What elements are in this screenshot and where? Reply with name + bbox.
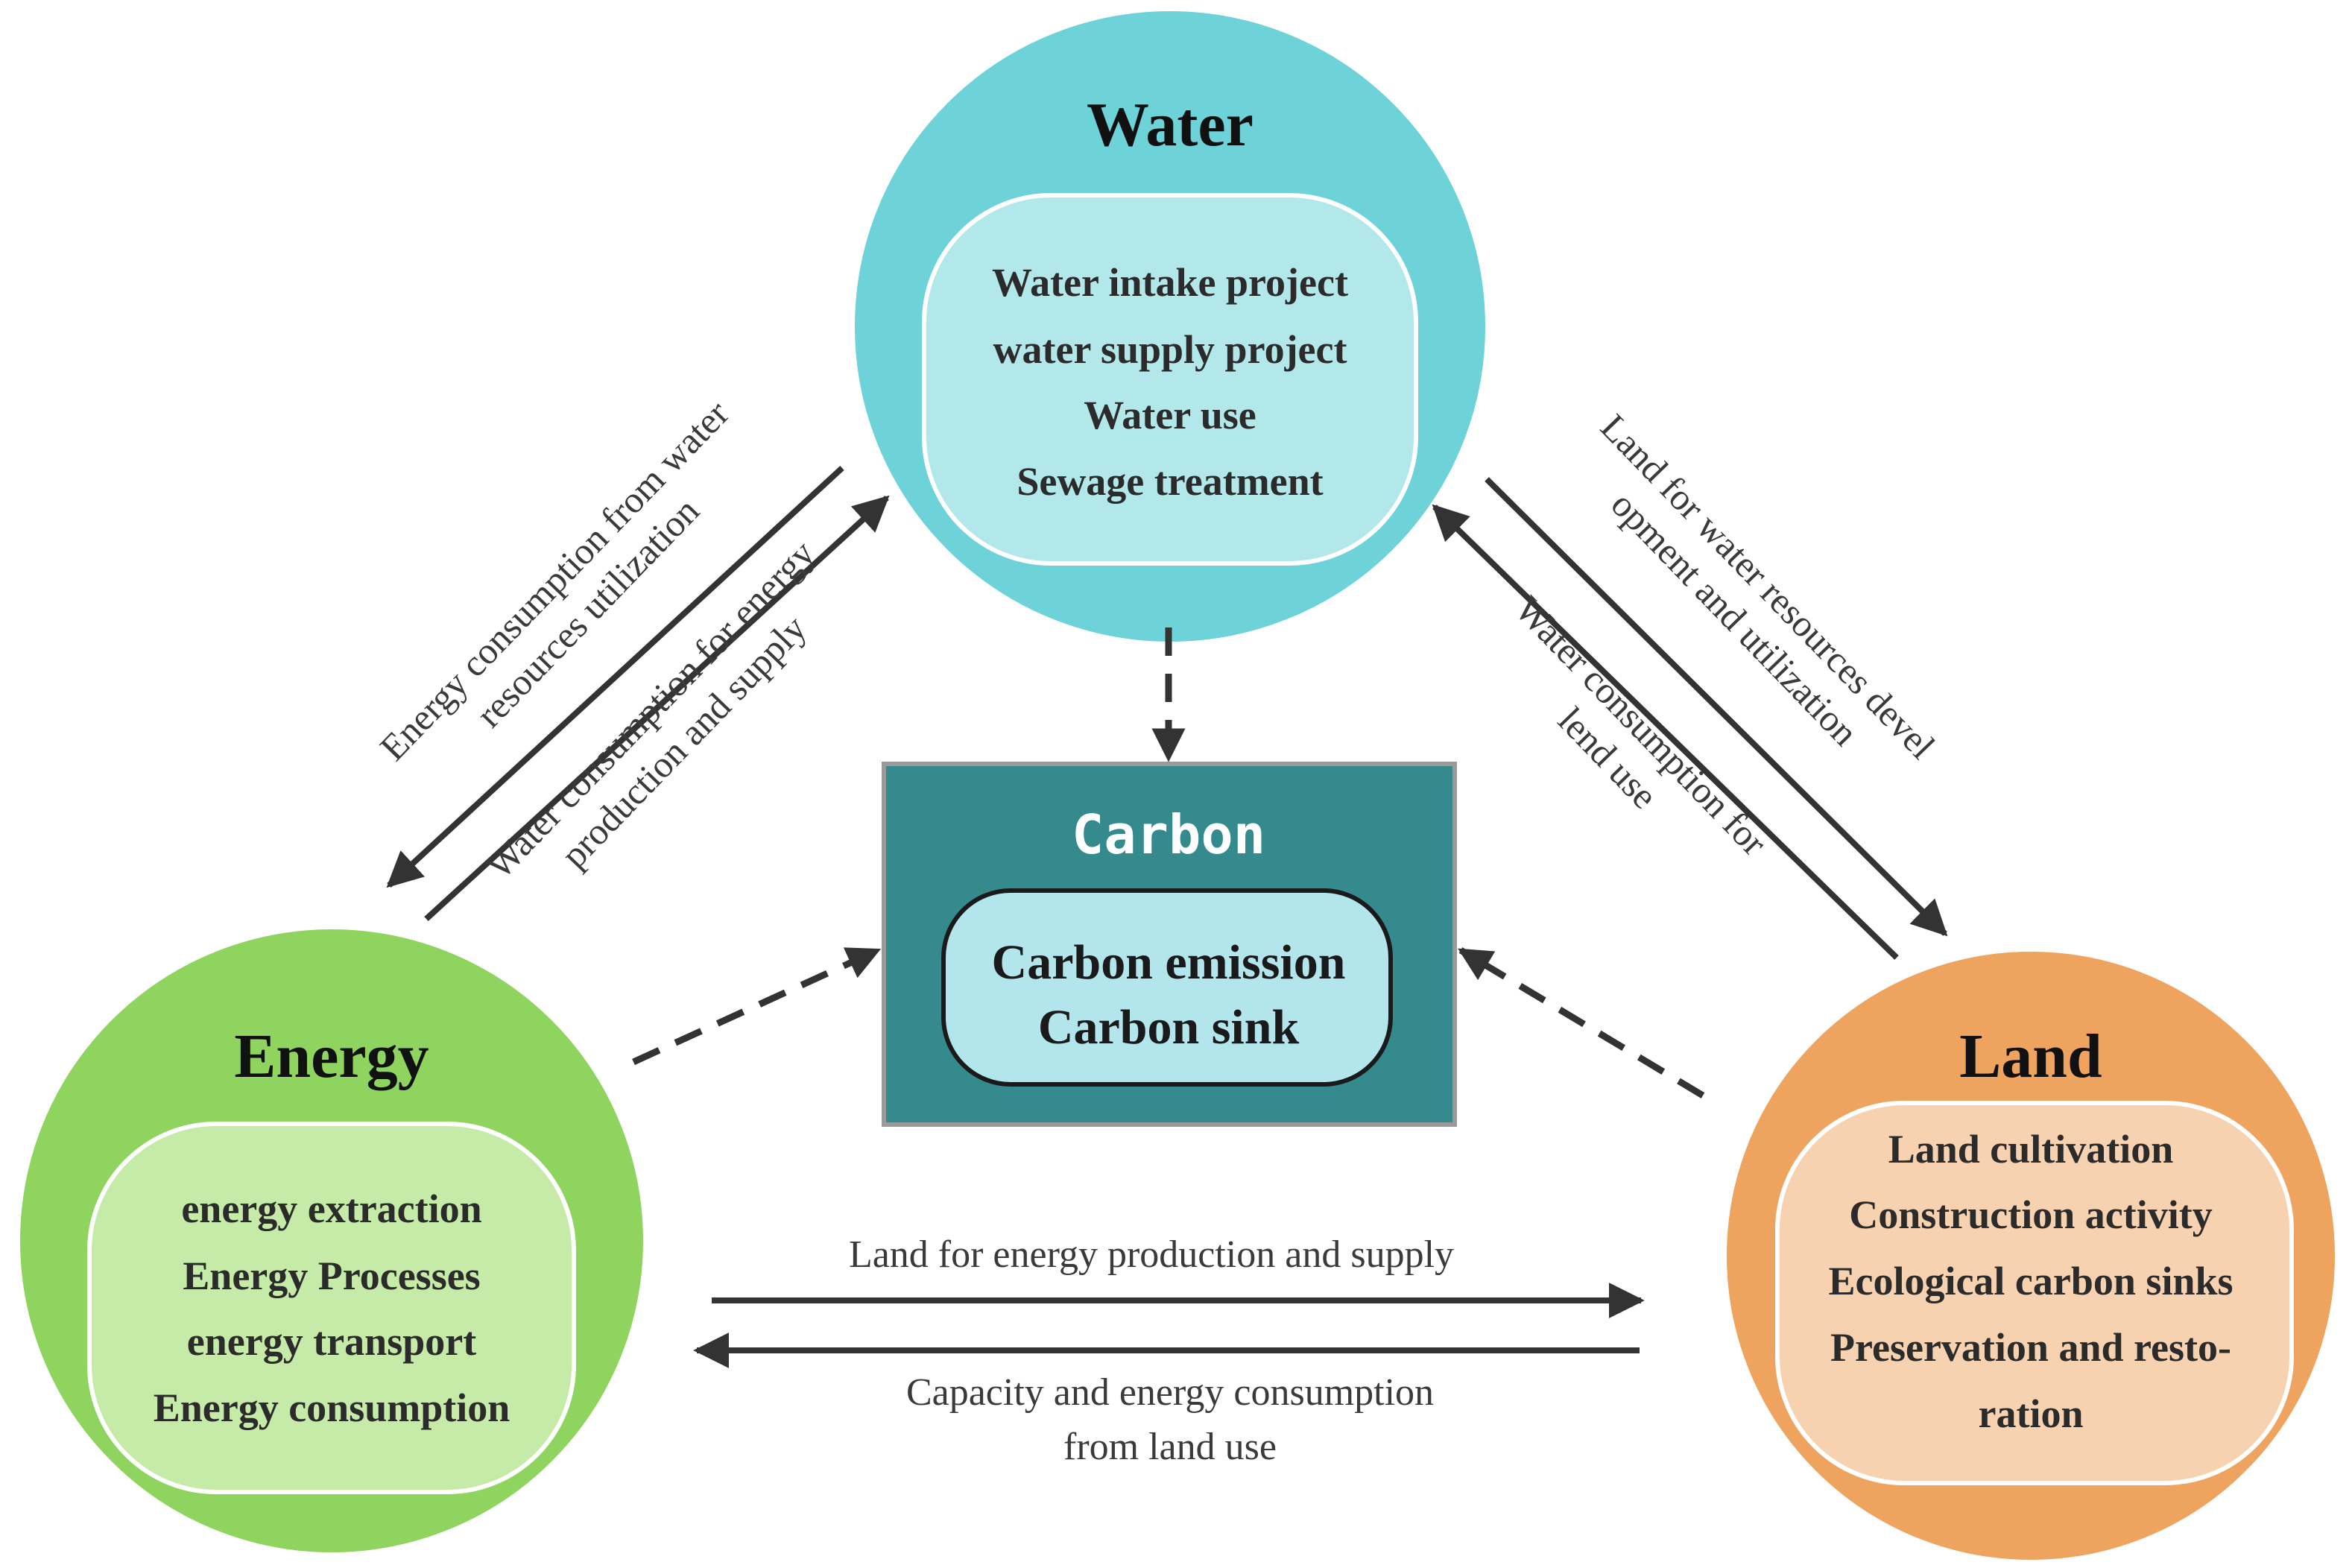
energy-item: energy extraction <box>181 1186 481 1231</box>
water-inner-panel <box>922 193 1418 566</box>
water-item: Water use <box>1084 393 1256 437</box>
carbon-node: Carbon Carbon emission Carbon sink <box>882 762 1457 1127</box>
land-to-carbon-dashed-arrow <box>1458 947 1705 1098</box>
carbon-item: Carbon emission <box>992 935 1346 990</box>
carbon-inner-panel <box>941 888 1393 1087</box>
land-item: ration <box>1979 1391 2084 1436</box>
energy-item: Energy consumption <box>154 1385 510 1430</box>
label-land-to-energy-line: Capacity and energy consumption <box>906 1371 1434 1414</box>
energy-item: energy transport <box>187 1319 476 1364</box>
land-node: Land Land cultivation Construction activ… <box>1724 949 2338 1563</box>
energy-title: Energy <box>234 1022 429 1091</box>
water-to-land-arrow <box>1485 477 1948 937</box>
label-energy-to-land: Land for energy production and supply <box>849 1233 1454 1276</box>
water-item: water supply project <box>993 327 1347 372</box>
water-title: Water <box>1087 90 1254 159</box>
energy-to-water-arrow <box>424 495 890 921</box>
water-node: Water Water intake project water supply … <box>852 8 1488 645</box>
land-to-water-arrow <box>1432 504 1899 960</box>
label-land-to-energy-line: from land use <box>1063 1426 1277 1468</box>
land-inner-panel <box>1775 1101 2294 1485</box>
carbon-item: Carbon sink <box>1038 1000 1300 1055</box>
energy-item: Energy Processes <box>183 1254 480 1298</box>
land-title: Land <box>1959 1022 2102 1091</box>
energy-to-carbon-dashed-arrow <box>632 946 882 1066</box>
water-to-energy-arrow <box>386 466 844 888</box>
land-item: Preservation and resto- <box>1830 1325 2231 1370</box>
water-item: Sewage treatment <box>1017 459 1323 504</box>
land-item: Ecological carbon sinks <box>1828 1259 2233 1303</box>
carbon-title: Carbon <box>1072 803 1265 866</box>
energy-inner-panel <box>87 1122 576 1494</box>
land-item: Construction activity <box>1849 1192 2212 1237</box>
energy-node: Energy energy extraction Energy Processe… <box>17 926 646 1555</box>
water-item: Water intake project <box>992 260 1348 305</box>
land-item: Land cultivation <box>1888 1127 2174 1172</box>
